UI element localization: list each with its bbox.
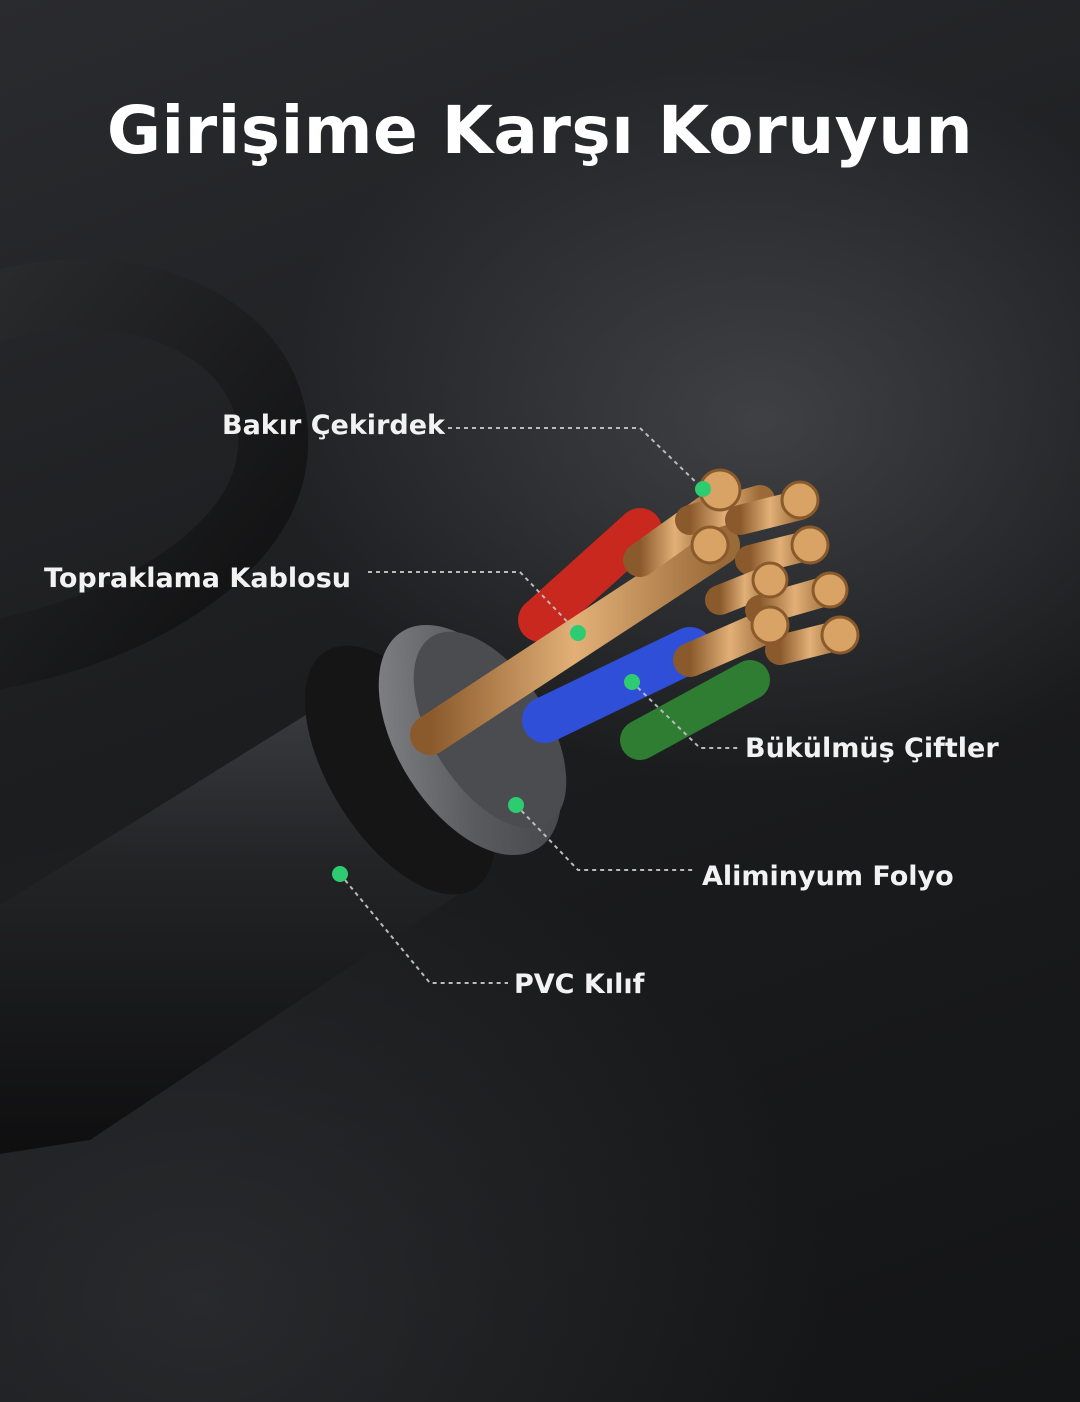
copper-strand-ends <box>690 468 860 655</box>
jacket-rim <box>304 645 496 895</box>
label-aluminum-foil: Aliminyum Folyo <box>702 861 954 892</box>
marker-twisted-pairs <box>624 674 640 690</box>
label-pvc-jacket: PVC Kılıf <box>514 969 645 1000</box>
cable-loop <box>0 259 309 690</box>
red-wire <box>518 508 662 642</box>
label-copper-core: Bakır Çekirdek <box>222 410 445 441</box>
callout-markers <box>332 481 711 882</box>
marker-ground-wire <box>570 625 586 641</box>
label-ground-wire: Topraklama Kablosu <box>44 563 351 594</box>
marker-copper-core <box>695 481 711 497</box>
foil-inner <box>413 631 567 829</box>
marker-pvc-jacket <box>332 866 348 882</box>
green-wire <box>620 660 770 760</box>
leader-lines <box>339 427 738 984</box>
label-twisted-pairs: Bükülmüş Çiftler <box>745 733 999 764</box>
blue-wire <box>522 627 713 743</box>
page-title: Girişime Karşı Koruyun <box>106 92 974 169</box>
marker-aluminum-foil <box>508 797 524 813</box>
